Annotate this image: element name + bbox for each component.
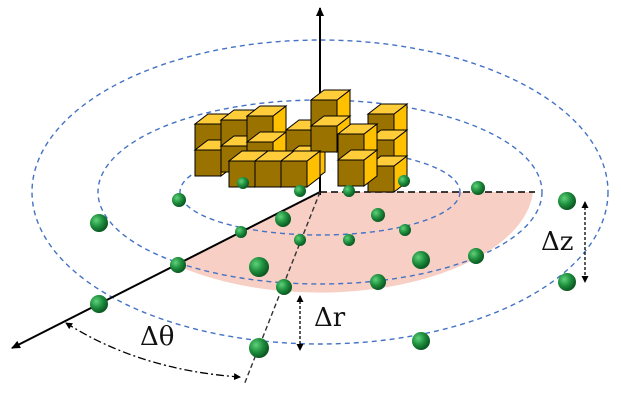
delta-z-label: Δz (541, 227, 573, 257)
cube-front (337, 159, 365, 187)
sample-point (275, 211, 291, 227)
sample-point (249, 257, 269, 277)
sample-point (90, 214, 108, 232)
sample-point (294, 234, 306, 246)
sample-point (235, 226, 247, 238)
cube-top (309, 115, 352, 127)
x-axis (11, 191, 321, 349)
cube-front (310, 125, 338, 153)
delta-r-label: Δr (314, 303, 346, 333)
sample-point (90, 295, 108, 313)
delta-theta-arc (65, 322, 241, 381)
sample-point (370, 274, 386, 290)
sample-point (172, 193, 186, 207)
cube-top (336, 123, 379, 135)
cube-front (254, 160, 282, 188)
sample-points (90, 175, 576, 358)
cube-top (336, 149, 379, 161)
sample-point (371, 208, 385, 222)
sample-point (468, 248, 484, 264)
sample-point (343, 234, 355, 246)
sample-point (412, 251, 430, 269)
sample-point (412, 332, 430, 350)
delta-theta-label: Δθ (140, 322, 174, 352)
cube-front (194, 149, 222, 177)
sample-point (399, 224, 411, 236)
cube-top (279, 150, 322, 162)
cube-top (366, 103, 409, 115)
sample-point (343, 185, 355, 197)
voxel-cubes (193, 88, 409, 194)
sample-point (294, 185, 306, 197)
middle-ring (97, 99, 543, 285)
cube-front (280, 160, 308, 188)
cube-top (309, 89, 352, 101)
sample-point (558, 273, 576, 291)
sample-point (558, 192, 576, 210)
sample-point (398, 175, 410, 187)
sample-point (471, 181, 485, 195)
cube-top (245, 105, 288, 117)
sample-point (170, 257, 186, 273)
sample-point (249, 338, 269, 358)
outer-ring (31, 39, 609, 345)
sample-point (276, 279, 292, 295)
sample-point (237, 177, 249, 189)
